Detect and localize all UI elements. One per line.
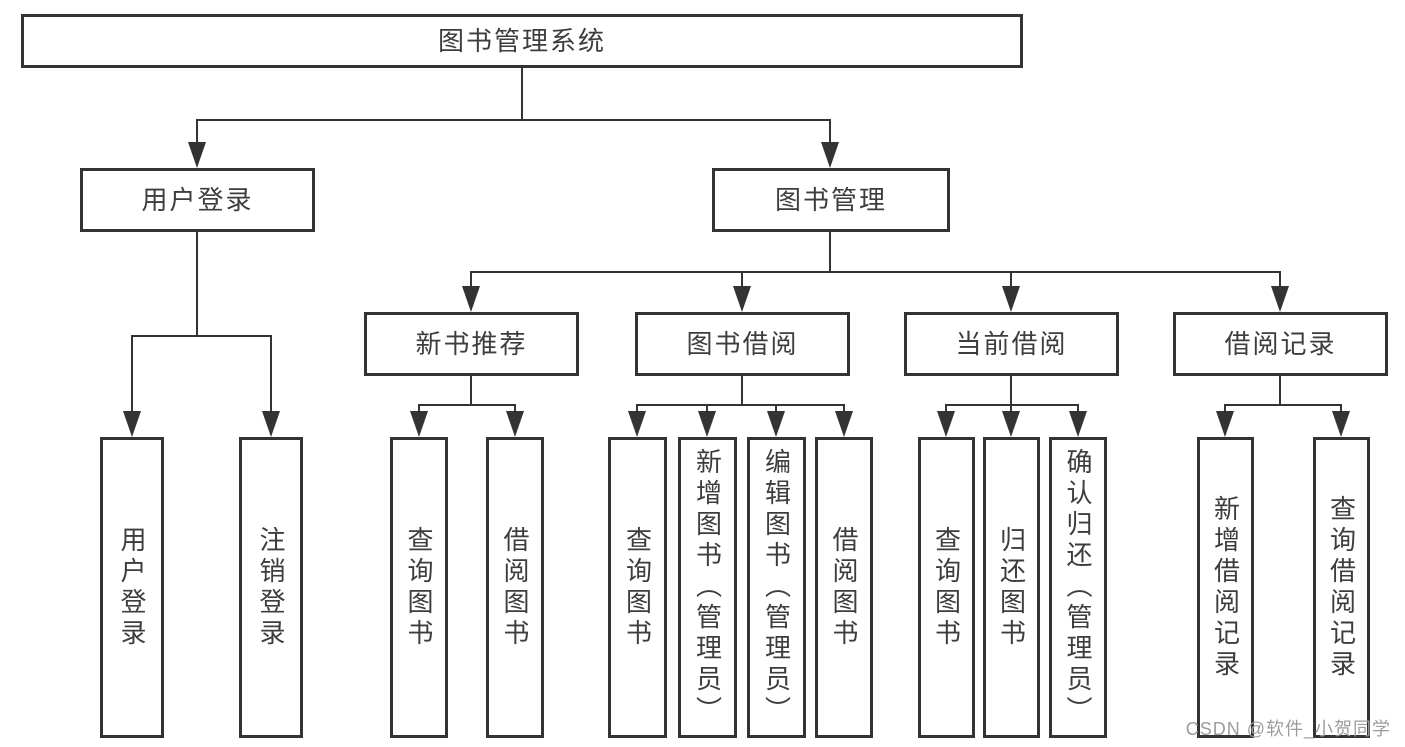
arrow-down-icon	[1332, 411, 1350, 437]
leaf-borrow-query-books-label: 查询图书	[622, 525, 653, 650]
leaf-borrow-query-books: 查询图书	[608, 437, 667, 738]
leaf-borrow-edit-books-label: 编辑图书（管理员）	[761, 448, 792, 727]
leaf-borrow-edit-books: 编辑图书（管理员）	[747, 437, 806, 738]
connector-line	[1077, 404, 1079, 413]
leaf-current-return-books-label: 归还图书	[996, 525, 1027, 650]
leaf-records-add-record: 新增借阅记录	[1197, 437, 1254, 738]
arrow-down-icon	[262, 411, 280, 437]
leaf-logout-login: 注销登录	[239, 437, 303, 738]
node-root-label: 图书管理系统	[437, 26, 606, 56]
connector-line	[418, 404, 420, 413]
connector-line	[1010, 404, 1012, 413]
connector-line	[1224, 404, 1341, 406]
connector-line	[843, 404, 845, 413]
node-user-login: 用户登录	[80, 168, 315, 232]
connector-line	[706, 404, 708, 413]
connector-line	[636, 404, 844, 406]
connector-line	[470, 271, 472, 288]
leaf-records-add-record-label: 新增借阅记录	[1210, 494, 1241, 681]
leaf-user-login: 用户登录	[100, 437, 164, 738]
connector-line	[521, 68, 523, 119]
connector-line	[196, 119, 831, 121]
node-book-management: 图书管理	[712, 168, 950, 232]
arrow-down-icon	[410, 411, 428, 437]
leaf-current-confirm-return: 确认归还（管理员）	[1049, 437, 1107, 738]
connector-line	[829, 232, 831, 271]
connector-line	[1279, 271, 1281, 288]
connector-line	[514, 404, 516, 413]
leaf-current-query-books-label: 查询图书	[931, 525, 962, 650]
connector-line	[131, 335, 272, 337]
connector-line	[196, 232, 198, 335]
connector-line	[1224, 404, 1226, 413]
arrow-down-icon	[1002, 286, 1020, 312]
arrow-down-icon	[462, 286, 480, 312]
arrow-down-icon	[506, 411, 524, 437]
node-book-management-label: 图书管理	[774, 185, 887, 215]
node-new-book-recommend-label: 新书推荐	[415, 329, 528, 359]
connector-line	[775, 404, 777, 413]
node-book-borrow: 图书借阅	[635, 312, 850, 376]
leaf-logout-login-label: 注销登录	[256, 525, 286, 650]
arrow-down-icon	[1271, 286, 1289, 312]
arrow-down-icon	[123, 411, 141, 437]
leaf-borrow-borrow-books-label: 借阅图书	[829, 525, 859, 650]
leaf-borrow-borrow-books: 借阅图书	[815, 437, 873, 738]
connector-line	[270, 335, 272, 413]
leaf-records-query-record: 查询借阅记录	[1313, 437, 1370, 738]
leaf-records-query-record-label: 查询借阅记录	[1326, 494, 1357, 681]
arrow-down-icon	[767, 411, 785, 437]
leaf-current-query-books: 查询图书	[918, 437, 975, 738]
connector-line	[196, 119, 198, 146]
leaf-current-confirm-return-label: 确认归还（管理员）	[1063, 448, 1093, 727]
watermark: CSDN @软件_小贺同学	[1185, 719, 1391, 739]
node-current-borrow: 当前借阅	[904, 312, 1119, 376]
leaf-user-login-label: 用户登录	[117, 525, 147, 650]
leaf-newbook-borrow-books: 借阅图书	[486, 437, 544, 738]
arrow-down-icon	[698, 411, 716, 437]
leaf-borrow-add-books: 新增图书（管理员）	[678, 437, 737, 738]
node-borrow-records: 借阅记录	[1173, 312, 1388, 376]
connector-line	[945, 404, 947, 413]
leaf-current-return-books: 归还图书	[983, 437, 1040, 738]
connector-line	[1010, 271, 1012, 288]
connector-line	[1279, 376, 1281, 405]
connector-line	[741, 271, 743, 288]
node-user-login-label: 用户登录	[141, 185, 254, 215]
leaf-borrow-add-books-label: 新增图书（管理员）	[692, 448, 723, 727]
leaf-newbook-query-books: 查询图书	[390, 437, 448, 738]
arrow-down-icon	[835, 411, 853, 437]
connector-line	[131, 335, 133, 413]
connector-line	[470, 271, 1281, 273]
connector-line	[829, 119, 831, 146]
node-new-book-recommend: 新书推荐	[364, 312, 579, 376]
connector-line	[1010, 376, 1012, 405]
leaf-newbook-borrow-books-label: 借阅图书	[500, 525, 530, 650]
leaf-newbook-query-books-label: 查询图书	[404, 525, 434, 650]
node-root: 图书管理系统	[21, 14, 1023, 68]
arrow-down-icon	[821, 142, 839, 168]
node-current-borrow-label: 当前借阅	[955, 329, 1068, 359]
arrow-down-icon	[188, 142, 206, 168]
connector-line	[1340, 404, 1342, 413]
node-borrow-records-label: 借阅记录	[1224, 329, 1337, 359]
connector-line	[741, 376, 743, 405]
arrow-down-icon	[1216, 411, 1234, 437]
arrow-down-icon	[1069, 411, 1087, 437]
connector-line	[636, 404, 638, 413]
connector-line	[470, 376, 472, 405]
arrow-down-icon	[733, 286, 751, 312]
arrow-down-icon	[937, 411, 955, 437]
connector-line	[418, 404, 516, 406]
arrow-down-icon	[628, 411, 646, 437]
node-book-borrow-label: 图书借阅	[686, 329, 799, 359]
arrow-down-icon	[1002, 411, 1020, 437]
